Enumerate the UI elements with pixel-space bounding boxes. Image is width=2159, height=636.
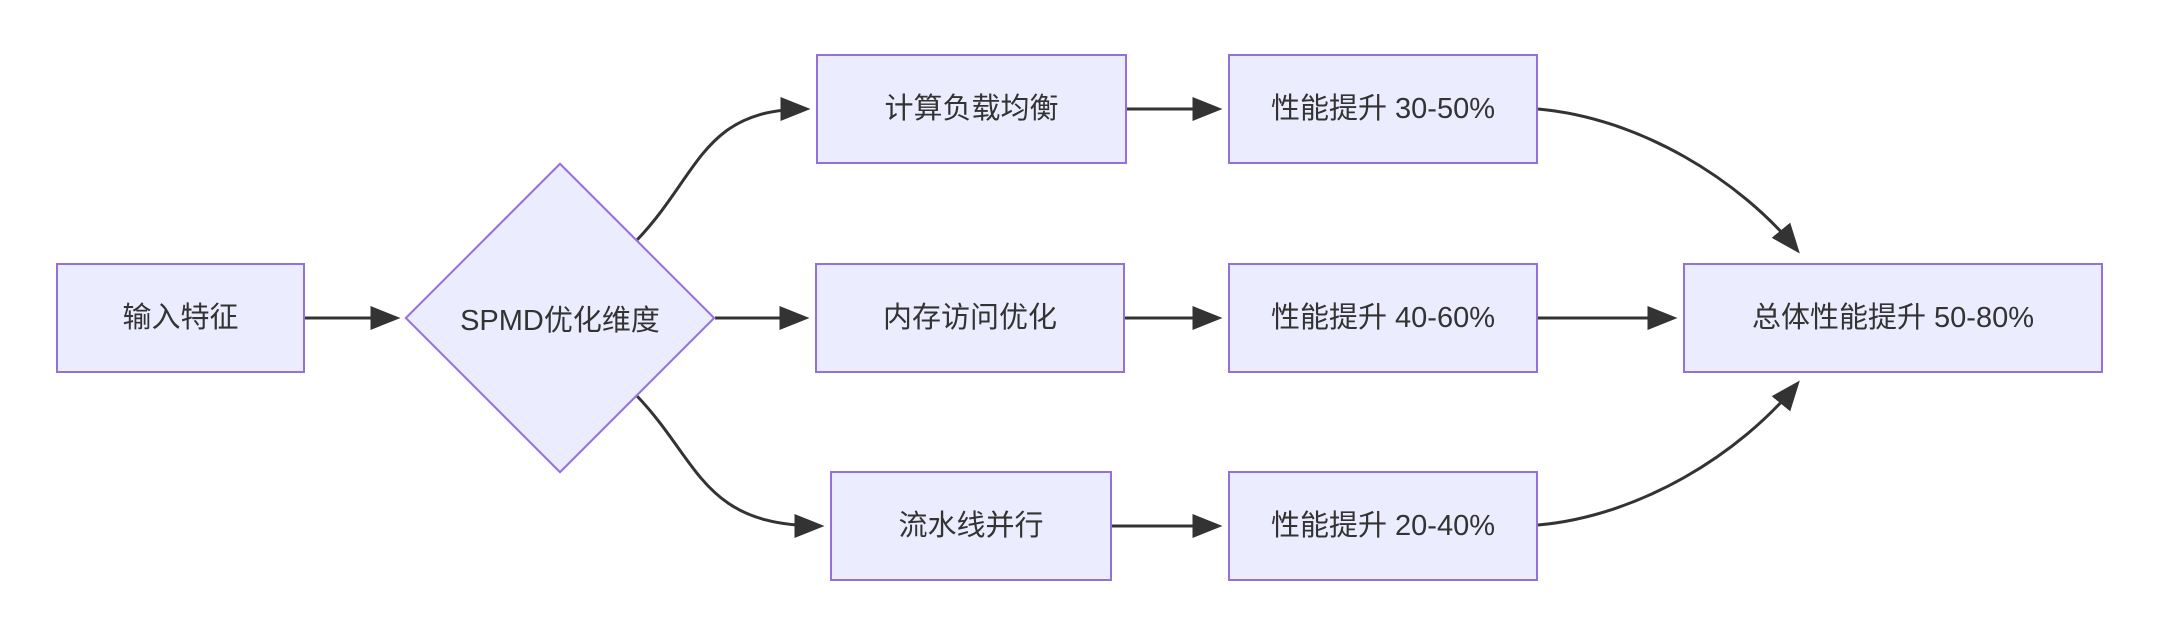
node-input-features-label: 输入特征 [122,301,239,334]
node-perf-gain-20-40: 性能提升 20-40% [1228,471,1538,581]
node-perf-gain-40-60-label: 性能提升 40-60% [1270,301,1495,334]
edge-perf-load-to-overall [1537,107,1800,254]
node-memory-access-label: 内存访问优化 [882,301,1057,334]
node-spmd-decision-label: SPMD优化维度 [460,305,660,337]
node-overall-perf-gain: 总体性能提升 50-80% [1683,263,2103,373]
node-perf-gain-30-50-label: 性能提升 30-50% [1270,92,1495,125]
edge-spmd-to-load-balance [635,97,811,242]
node-memory-access: 内存访问优化 [815,263,1125,373]
node-spmd-decision: SPMD优化维度 [405,163,715,473]
node-load-balance: 计算负载均衡 [816,54,1127,164]
node-perf-gain-30-50: 性能提升 30-50% [1228,54,1538,164]
node-perf-gain-20-40-label: 性能提升 20-40% [1270,509,1495,542]
node-pipeline-parallel: 流水线并行 [830,471,1112,581]
node-pipeline-parallel-label: 流水线并行 [898,509,1044,542]
node-load-balance-label: 计算负载均衡 [884,92,1059,125]
edge-spmd-to-pipeline [635,394,825,538]
edge-perf-pipe-to-overall [1537,380,1800,527]
node-input-features: 输入特征 [56,263,305,373]
node-overall-perf-gain-label: 总体性能提升 50-80% [1751,301,2034,334]
node-perf-gain-40-60: 性能提升 40-60% [1228,263,1538,373]
